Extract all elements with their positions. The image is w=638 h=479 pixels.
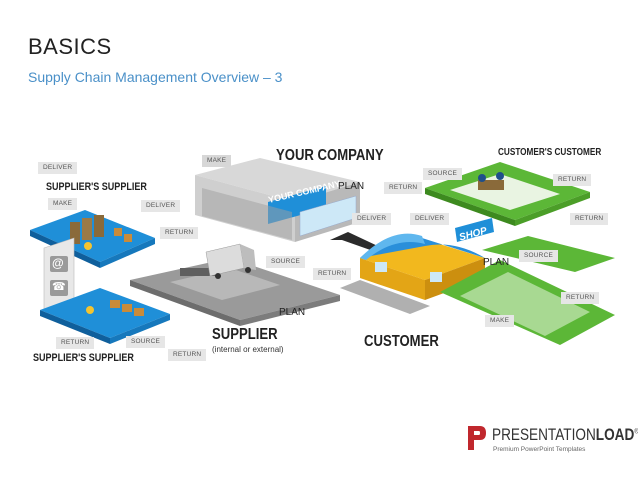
brand-bold: LOAD (595, 425, 635, 444)
tag-deliver: DELIVER (141, 200, 181, 212)
plan-label-supplier: PLAN (279, 307, 306, 318)
tag-source: SOURCE (519, 250, 559, 262)
plan-label-customer: PLAN (483, 257, 510, 268)
phone-icon: ☎ (52, 281, 66, 293)
company-building (195, 158, 360, 242)
email-icon: @ (52, 256, 64, 270)
brand-tagline: Premium PowerPoint Templates (493, 446, 586, 453)
tag-deliver: DELIVER (38, 162, 78, 174)
heading-customers-customer: CUSTOMER'S CUSTOMER (498, 147, 602, 158)
tag-deliver: DELIVER (352, 213, 392, 225)
registered-mark: ® (634, 428, 638, 435)
tag-return: RETURN (553, 174, 592, 186)
heading-suppliers-supplier-top: SUPPLIER'S SUPPLIER (46, 181, 147, 193)
tag-return: RETURN (384, 182, 423, 194)
truck-illustration (205, 243, 256, 279)
tag-source: SOURCE (126, 336, 166, 348)
tag-return: RETURN (570, 213, 609, 225)
tag-return: RETURN (56, 337, 95, 349)
brand-name: PRESENTATIONLOAD® (492, 425, 638, 445)
tag-source: SOURCE (266, 256, 306, 268)
tag-deliver: DELIVER (410, 213, 450, 225)
page-subtitle: Supply Chain Management Overview – 3 (28, 69, 283, 85)
supply-chain-illustration (30, 158, 615, 345)
tag-return: RETURN (168, 349, 207, 361)
heading-supplier: SUPPLIER (212, 326, 278, 343)
tag-make: MAKE (485, 315, 515, 327)
tag-return: RETURN (561, 292, 600, 304)
communication-panel (43, 237, 75, 311)
tag-make: MAKE (48, 198, 78, 210)
tag-make: MAKE (202, 155, 232, 167)
presentationload-logo-icon (466, 424, 488, 452)
supplier-note: (internal or external) (212, 345, 284, 354)
heading-suppliers-supplier-bottom: SUPPLIER'S SUPPLIER (33, 352, 134, 364)
plan-label-company: PLAN (338, 181, 365, 192)
tag-source: SOURCE (423, 168, 463, 180)
shop-sign (455, 218, 494, 242)
customers-customer-platform (425, 162, 590, 226)
page-title: BASICS (28, 34, 112, 59)
tag-return: RETURN (313, 268, 352, 280)
tag-return: RETURN (160, 227, 199, 239)
customer-building (340, 233, 485, 314)
supplier-platform (130, 258, 340, 326)
bottom-left-supplier-platform (40, 288, 170, 344)
brand-light: PRESENTATION (492, 425, 596, 444)
heading-your-company: YOUR COMPANY (276, 147, 384, 164)
heading-customer: CUSTOMER (364, 333, 439, 350)
